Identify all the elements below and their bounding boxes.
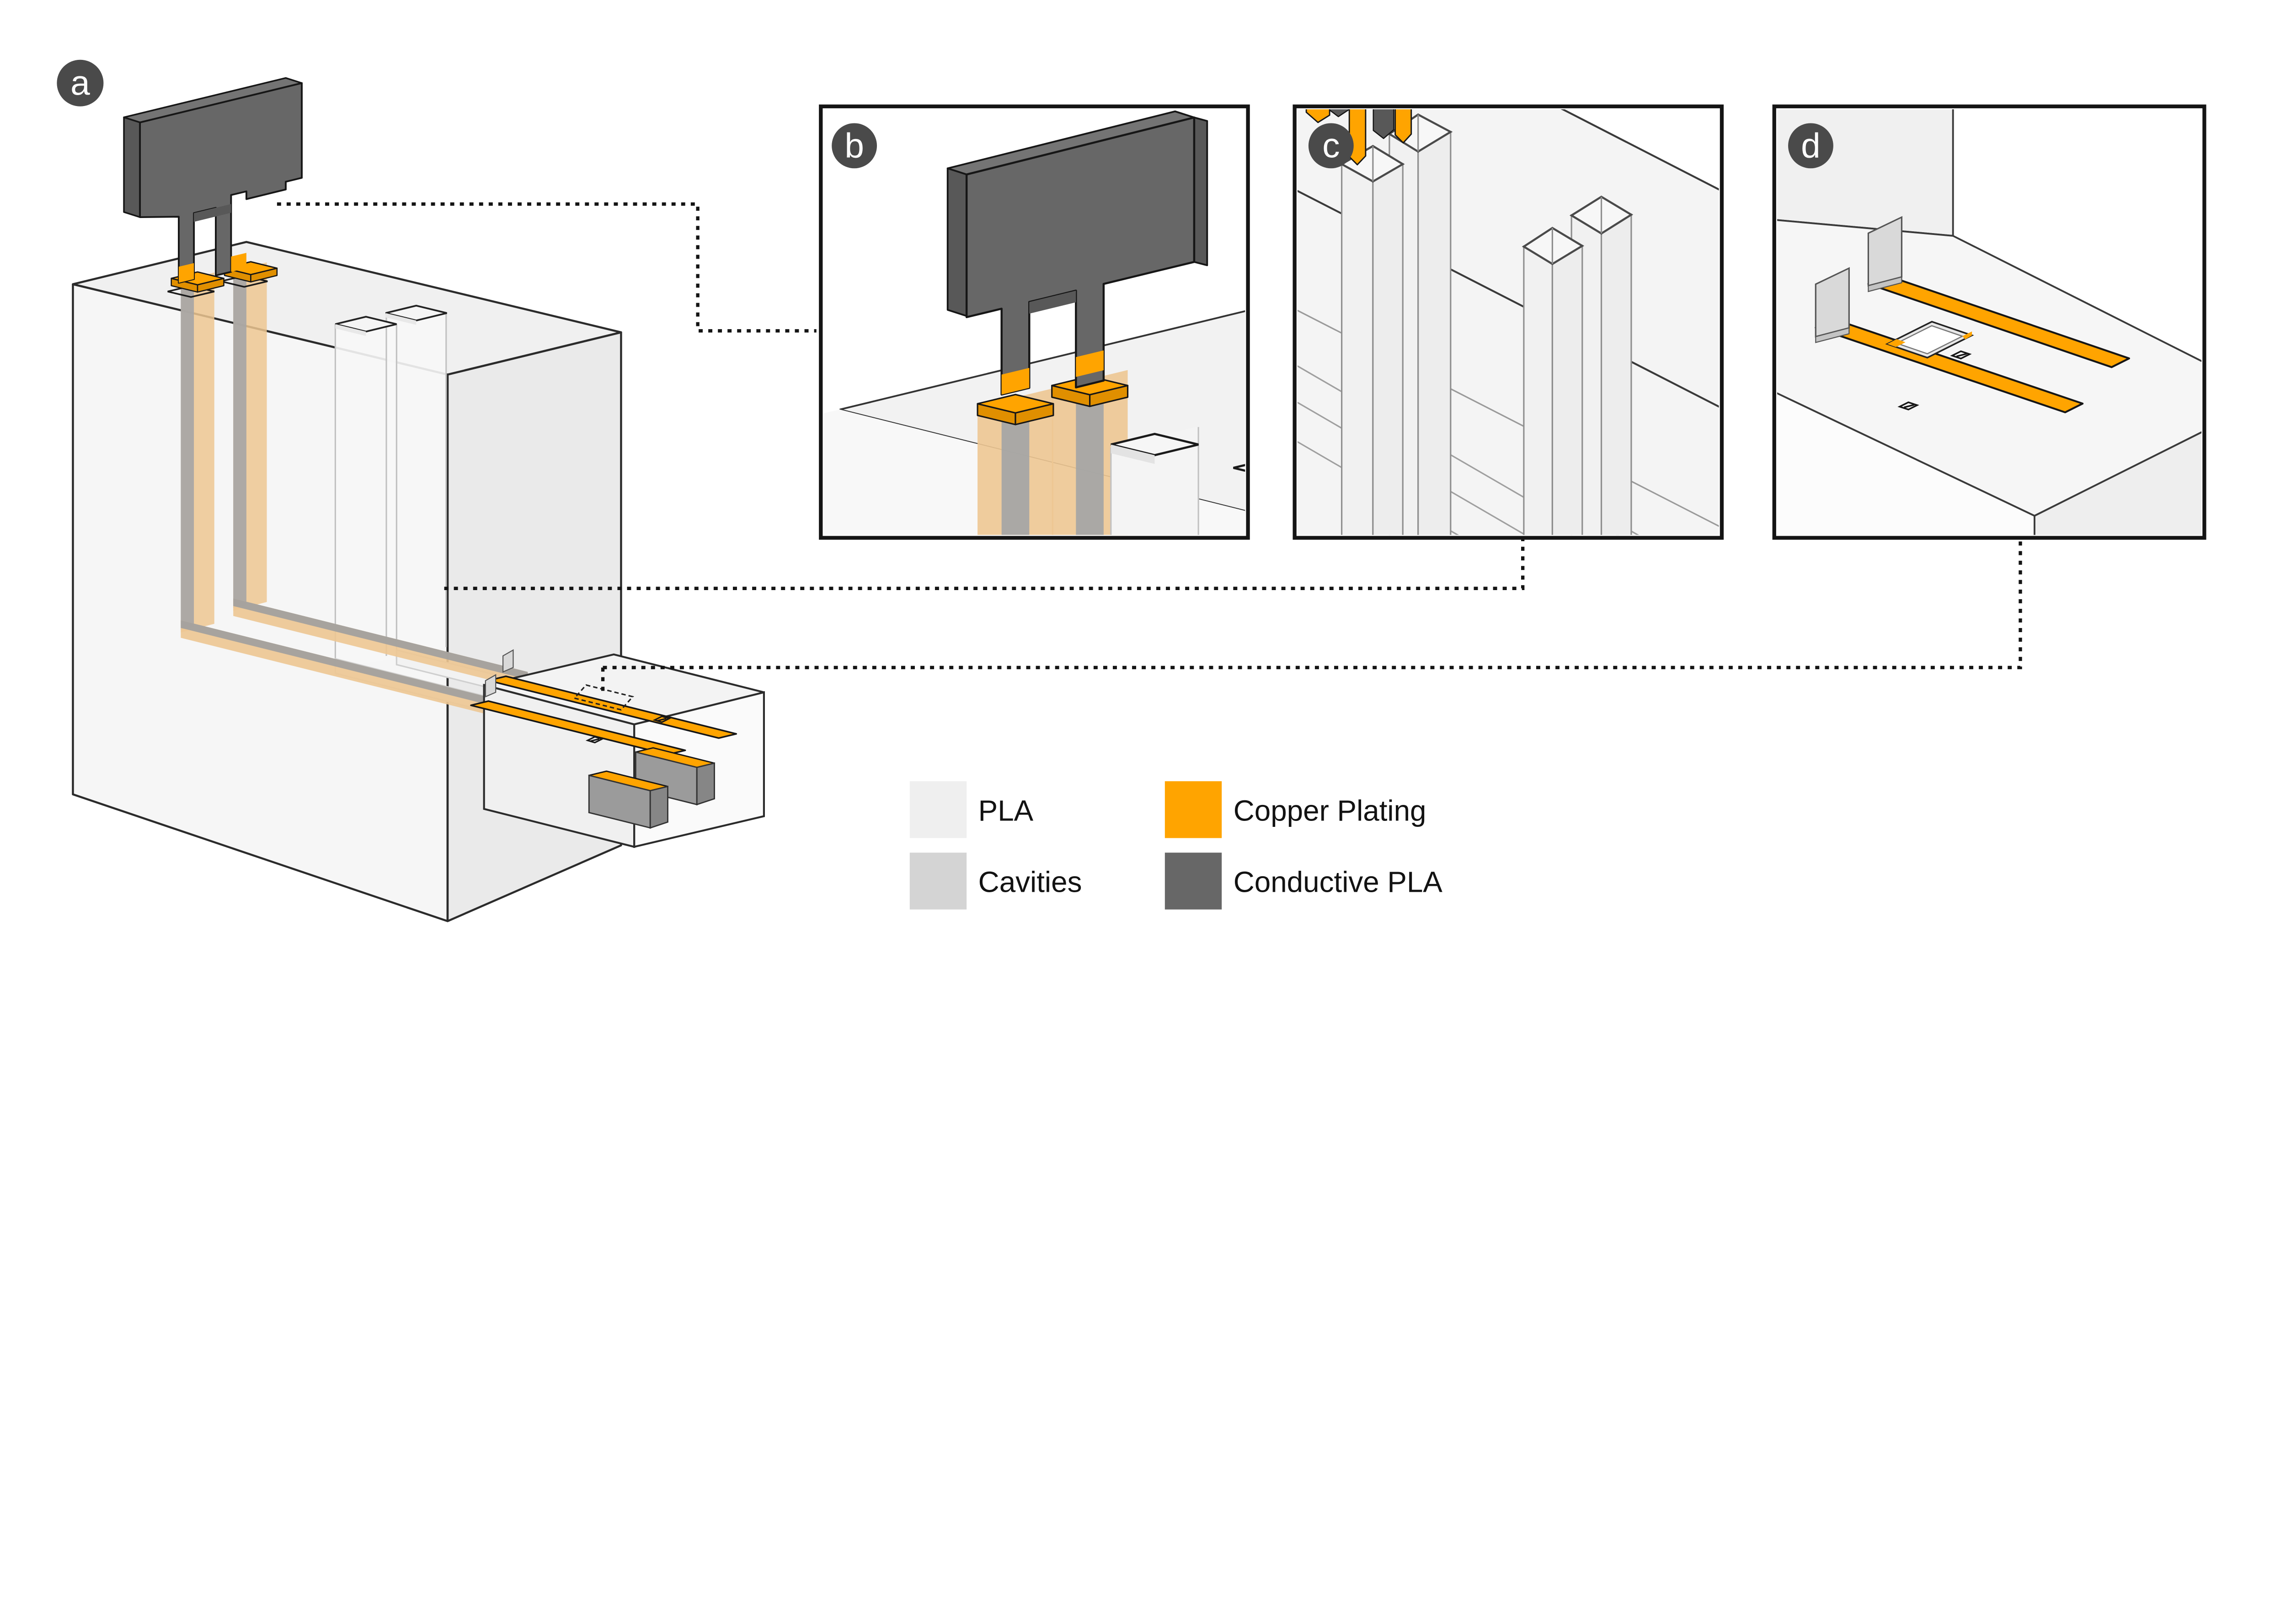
badge-a <box>57 59 104 106</box>
legend-label-conductive: Conductive PLA <box>1234 866 1443 899</box>
legend-swatch-copper <box>1164 781 1222 838</box>
conductive-slab <box>123 77 303 284</box>
legend-swatch-pla <box>909 781 967 838</box>
channel-end-bars <box>588 747 715 829</box>
connector-a-c <box>444 539 1525 590</box>
legend-swatch-conductive <box>1164 852 1222 910</box>
connector-a-b <box>277 202 817 333</box>
badge-c-letter: c <box>1322 126 1340 165</box>
panel-d: d <box>1772 104 2206 540</box>
cavity-tubes <box>1340 113 1634 535</box>
badge-b <box>832 123 877 169</box>
recess-marker <box>573 684 634 711</box>
conductive-slab-b <box>946 110 1208 396</box>
legend-label-copper: Copper Plating <box>1234 794 1426 827</box>
badge-d <box>1788 123 1833 169</box>
panel-b: b <box>819 104 1250 540</box>
coupling-recess <box>1885 320 1974 359</box>
callout-connectors <box>277 202 2022 696</box>
tube <box>1340 144 1405 535</box>
cavity-mouths <box>335 304 447 336</box>
tube <box>1522 227 1585 535</box>
figure: b <box>57 59 2206 922</box>
via-glyph <box>585 736 604 744</box>
panel-c: c <box>1293 104 1724 540</box>
legend: PLA Cavities Copper Plating Conductive P… <box>909 781 1443 910</box>
floor <box>1777 219 2202 517</box>
legend-label-pla: PLA <box>978 794 1034 827</box>
via-glyph <box>1897 401 1919 410</box>
via-glyph <box>1950 350 1972 360</box>
legend-swatch-cavities <box>909 852 967 910</box>
copper-collars-b <box>977 375 1129 426</box>
figure-canvas: b <box>57 59 2206 922</box>
badge-b-letter: b <box>844 126 864 165</box>
panel-a-main-assembly <box>72 77 765 922</box>
plated-channels <box>181 262 528 719</box>
lower-block <box>470 649 765 848</box>
badge-c <box>1308 123 1354 169</box>
via-glyph <box>652 715 671 723</box>
badge-d-letter: d <box>1801 126 1821 165</box>
badge-a-letter: a <box>70 64 90 102</box>
legend-label-cavities: Cavities <box>978 866 1082 899</box>
cavity-fins <box>1815 216 1903 343</box>
connector-a-d <box>603 539 2022 670</box>
plated-stubs <box>1305 109 1412 165</box>
